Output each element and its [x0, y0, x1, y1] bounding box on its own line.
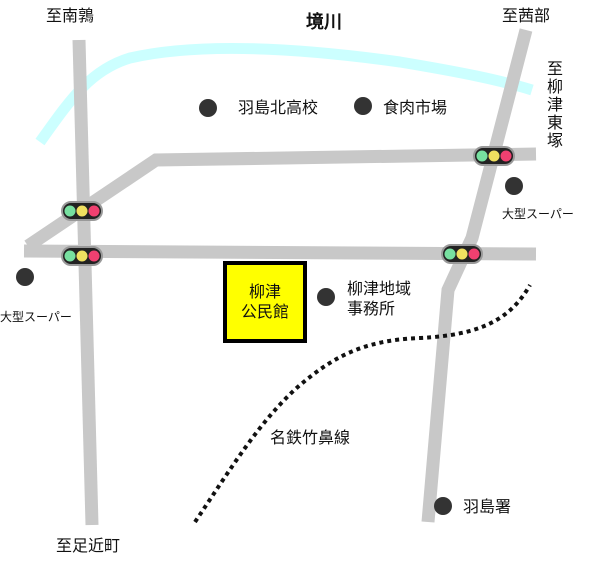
destination-community-hall: 柳津 公民館	[223, 261, 307, 343]
river	[35, 42, 534, 146]
road-west-vertical	[72, 39, 99, 526]
railway-line	[193, 284, 532, 524]
marker-super-right	[505, 177, 523, 195]
marker-super-left	[16, 268, 34, 286]
traffic-light-icon	[473, 146, 515, 166]
marker-school	[199, 99, 217, 117]
label-river: 境川	[306, 12, 342, 33]
marker-office	[317, 288, 335, 306]
destination-line2: 公民館	[240, 302, 289, 321]
label-south: 至足近町	[56, 536, 121, 555]
label-school: 羽島北高校	[238, 98, 319, 117]
traffic-light-icon	[61, 201, 103, 221]
marker-market	[354, 97, 372, 115]
label-north-left: 至南鶉	[46, 6, 95, 25]
label-railway: 名鉄竹鼻線	[270, 428, 351, 447]
label-market: 食肉市場	[383, 98, 448, 117]
label-office-1: 柳津地域	[347, 279, 412, 298]
label-office-2: 事務所	[347, 299, 396, 318]
traffic-lights	[61, 146, 515, 266]
label-north-right: 至茜部	[502, 6, 551, 25]
traffic-light-icon	[61, 246, 103, 266]
marker-police	[434, 497, 452, 515]
road-upper	[24, 147, 537, 252]
label-east: 至柳津東塚	[544, 60, 563, 150]
label-super-right: 大型スーパー	[502, 207, 574, 221]
traffic-light-icon	[441, 244, 483, 264]
label-super-left: 大型スーパー	[0, 310, 72, 324]
destination-line1: 柳津	[248, 282, 281, 301]
label-police: 羽島署	[463, 497, 512, 516]
